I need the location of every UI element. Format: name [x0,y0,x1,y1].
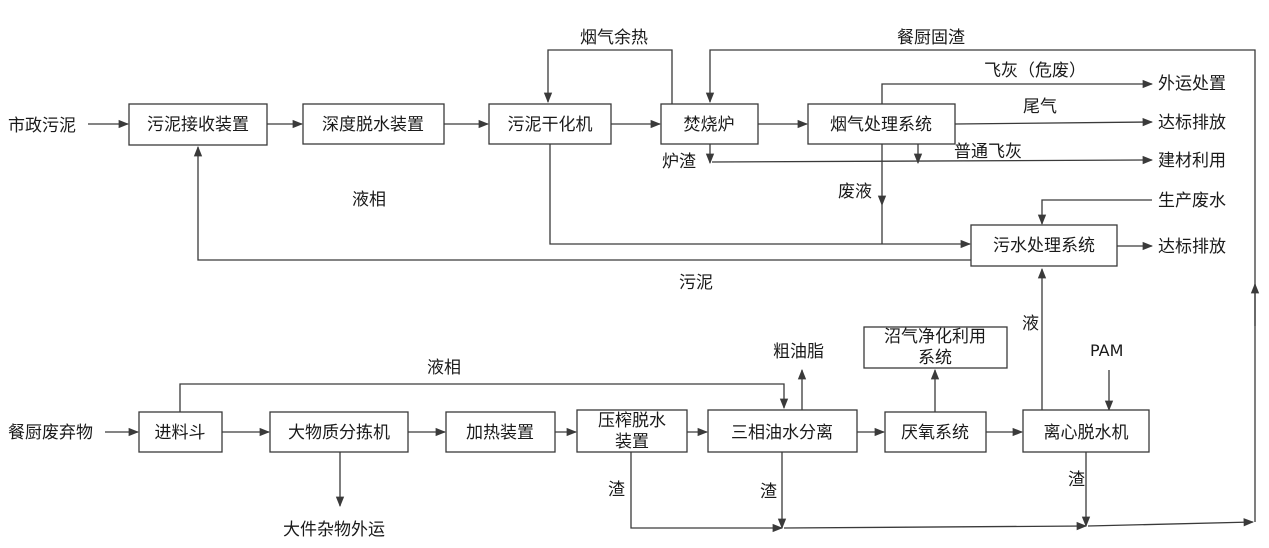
label-sorting-machine: 大物质分拣机 [288,423,390,443]
box-deep-dewater [302,103,445,145]
arrow-slag-to-right [1087,518,1255,527]
connectors [88,49,1260,533]
box-biogas [863,326,1008,369]
box-anaerobic [884,411,987,453]
arrow-production-wastewater [1037,199,1152,226]
arrow-slag-1 [630,452,784,533]
label-feed-hopper: 进料斗 [155,423,206,443]
box-press-dewater [576,409,688,453]
label-municipal-sludge: 市政污泥 [8,116,76,136]
label-slag-1: 渣 [608,480,625,500]
process-boxes: 污泥接收装置 深度脱水装置 污泥干化机 焚烧炉 烟气处理系统 污水处理系统 进料… [128,103,1150,453]
label-incinerator: 焚烧炉 [684,115,735,135]
box-feed-hopper [138,411,223,453]
label-heating-device: 加热装置 [466,423,534,443]
label-kitchen-waste: 餐厨废弃物 [8,423,93,443]
label-anaerobic: 厌氧系统 [901,423,969,443]
label-discharge-1: 达标排放 [1158,113,1226,133]
label-biogas-1: 沼气净化利用 [884,327,986,347]
label-liquid-phase-1: 液相 [352,190,386,210]
label-discharge-2: 达标排放 [1158,237,1226,257]
label-press-dewater-1: 压榨脱水 [598,411,666,431]
label-production-wastewater: 生产废水 [1158,191,1226,211]
label-liquid-phase-2: 液相 [427,358,461,378]
label-three-phase: 三相油水分离 [731,423,833,443]
arrow-sludge-return [193,145,1043,266]
arrow-flue-heat-loop [543,49,673,104]
label-flue-gas-system: 烟气处理系统 [830,115,932,135]
box-centrifuge [1022,409,1150,453]
box-incinerator [660,103,759,145]
box-sorting-machine [269,411,409,453]
label-sludge-receive: 污泥接收装置 [147,115,249,135]
box-flue-gas-system [807,103,956,145]
label-furnace-slag: 炉渣 [662,152,696,172]
flow-labels: 市政污泥 烟气余热 餐厨固渣 飞灰（危废） 外运处置 尾气 达标排放 炉渣 普通… [8,28,1226,540]
arrow-dryer-liquid-to-wastewater [549,144,972,249]
label-crude-oil: 粗油脂 [773,342,824,362]
label-slag-2: 渣 [760,482,777,502]
arrow-building-material [711,155,1154,165]
label-liquid: 液 [1022,314,1039,334]
label-sludge-return: 污泥 [679,273,713,293]
label-wastewater-system: 污水处理系统 [993,236,1095,256]
label-press-dewater-2: 装置 [615,432,649,452]
box-three-phase [707,409,858,453]
label-flue-heat: 烟气余热 [580,28,648,48]
box-heating-device [445,411,556,453]
label-large-debris: 大件杂物外运 [283,520,385,540]
label-deep-dewater: 深度脱水装置 [322,115,424,135]
label-centrifuge: 离心脱水机 [1044,423,1129,443]
box-wastewater-system [970,224,1118,267]
label-slag-3: 渣 [1068,470,1085,490]
label-waste-liquid: 废液 [838,182,872,202]
label-tail-gas: 尾气 [1023,97,1057,117]
label-external-disposal: 外运处置 [1158,74,1226,94]
box-sludge-receive [128,103,268,146]
arrow-tail-gas [954,117,1154,127]
box-sludge-dryer [488,103,612,145]
label-common-fly-ash: 普通飞灰 [954,142,1022,162]
label-biogas-2: 系统 [918,348,952,368]
label-building-material: 建材利用 [1158,151,1226,171]
label-pam: PAM [1090,341,1123,360]
label-sludge-dryer: 污泥干化机 [508,115,593,135]
arrow-slag-collect [783,521,1088,531]
arrow-liquid-phase-bypass [179,383,789,412]
label-fly-ash-hazard: 飞灰（危废） [984,61,1086,81]
label-kitchen-solid: 餐厨固渣 [897,28,965,48]
arrow-fly-ash-hazard [881,79,1154,104]
